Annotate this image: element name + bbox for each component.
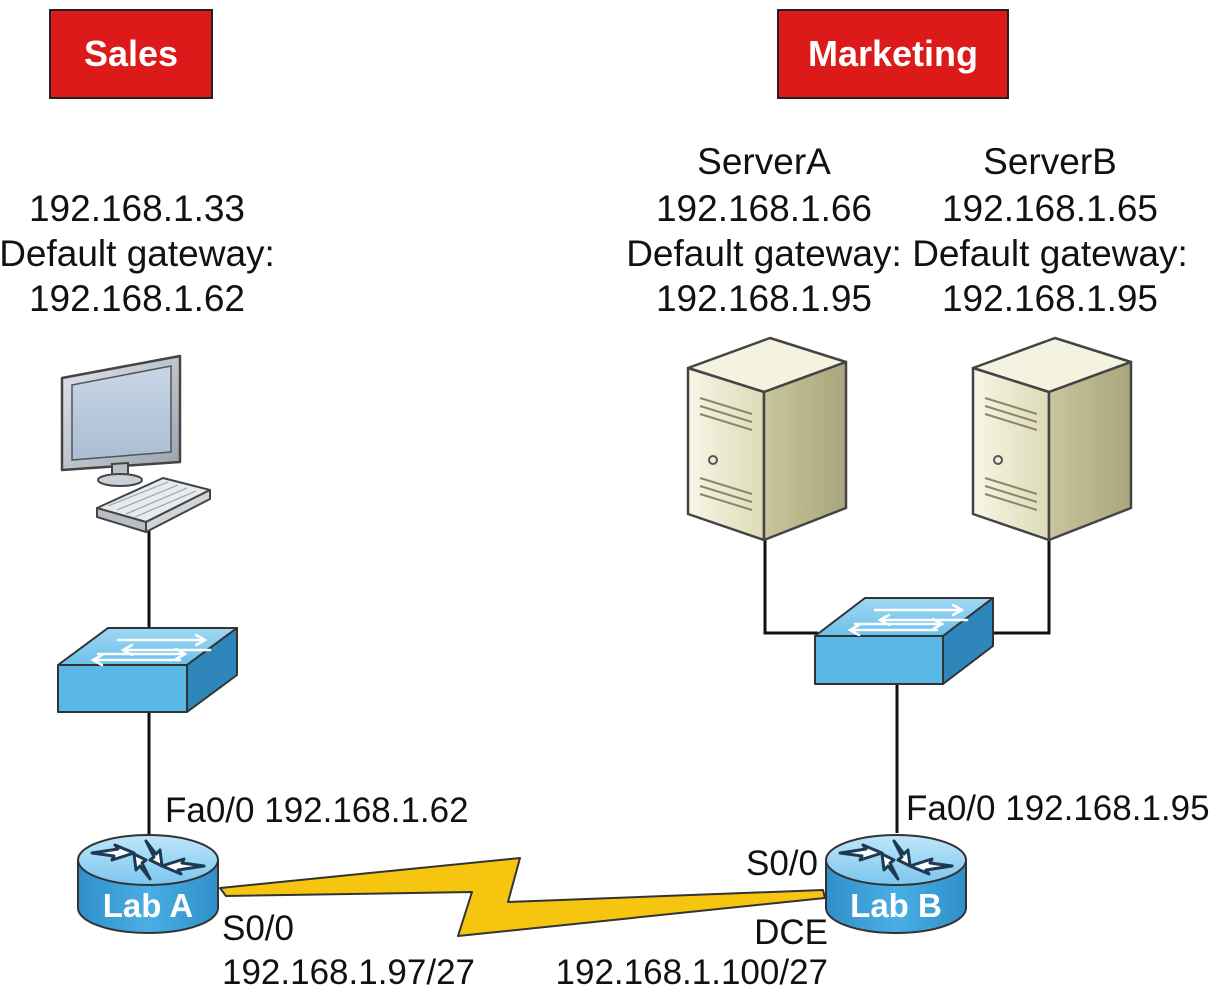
marketing-department-box: Marketing	[777, 9, 1009, 99]
desktop-computer-icon	[60, 354, 211, 533]
lab-b-serial-ip-label: 192.168.1.100/27	[556, 953, 828, 988]
lab-b-fa-interface-label: Fa0/0 192.168.1.95	[906, 789, 1210, 828]
pc-label: 192.168.1.33 Default gateway: 192.168.1.…	[0, 188, 275, 319]
router-lab-a-label: Lab A	[103, 887, 193, 924]
lab-b-dce-label: DCE	[754, 913, 828, 952]
pc-gateway-label: Default gateway:	[0, 233, 275, 274]
server-a-gateway: 192.168.1.95	[656, 278, 872, 319]
router-lab-b-icon: Lab B	[825, 834, 967, 934]
switch-b-icon	[814, 597, 994, 685]
link-server-a-to-switch-b	[763, 528, 818, 635]
lab-a-serial-interface-label: S0/0	[222, 909, 294, 948]
connection-lines	[147, 518, 1051, 835]
server-a-ip: 192.168.1.66	[656, 188, 872, 229]
lab-a-fa-interface-label: Fa0/0 192.168.1.62	[165, 791, 469, 830]
link-server-b-to-switch-b	[993, 528, 1051, 635]
sales-department-label: Sales	[84, 33, 178, 74]
server-a-gateway-label: Default gateway:	[626, 233, 902, 274]
server-a-name: ServerA	[697, 141, 831, 182]
pc-ip: 192.168.1.33	[29, 188, 245, 229]
server-b-icon	[971, 336, 1133, 542]
server-b-ip: 192.168.1.65	[942, 188, 1158, 229]
serial-link-bolt	[219, 857, 826, 937]
router-lab-a-icon: Lab A	[77, 834, 219, 934]
server-b-label: ServerB 192.168.1.65 Default gateway: 19…	[912, 141, 1188, 319]
sales-department-box: Sales	[49, 9, 213, 99]
marketing-department-label: Marketing	[808, 33, 978, 74]
lab-a-serial-ip-label: 192.168.1.97/27	[222, 953, 475, 988]
server-b-name: ServerB	[983, 141, 1117, 182]
server-b-gateway-label: Default gateway:	[912, 233, 1188, 274]
server-a-icon	[686, 336, 848, 542]
lab-b-serial-interface-label: S0/0	[746, 844, 818, 883]
server-b-gateway: 192.168.1.95	[942, 278, 1158, 319]
router-lab-b-label: Lab B	[850, 887, 942, 924]
switch-a-icon	[57, 627, 238, 713]
server-a-label: ServerA 192.168.1.66 Default gateway: 19…	[626, 141, 902, 319]
pc-gateway: 192.168.1.62	[29, 278, 245, 319]
